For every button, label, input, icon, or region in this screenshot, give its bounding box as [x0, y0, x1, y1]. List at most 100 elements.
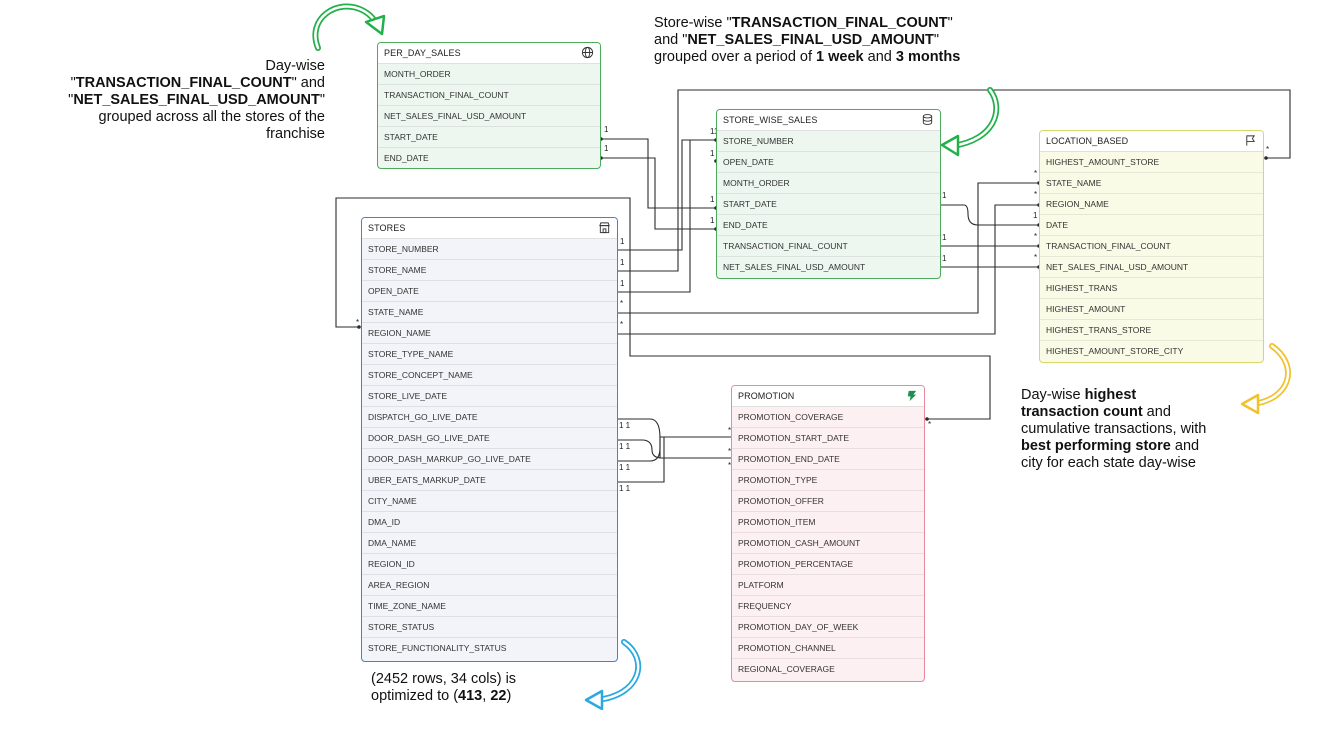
column-row[interactable]: MONTH_ORDER: [378, 64, 600, 85]
column-row[interactable]: STORE_CONCEPT_NAME: [362, 365, 617, 386]
column-row[interactable]: STORE_NAME: [362, 260, 617, 281]
column-row[interactable]: REGIONAL_COVERAGE: [738, 664, 835, 674]
cardinality-label: *: [1034, 253, 1037, 262]
note-bold: 1 week: [816, 49, 864, 65]
column-row[interactable]: STORE_NUMBER: [362, 239, 617, 260]
note-line: transaction count and: [1021, 404, 1281, 421]
column-row[interactable]: DOOR_DASH_GO_LIVE_DATE: [362, 428, 617, 449]
column-row[interactable]: DOOR_DASH_MARKUP_GO_LIVE_DATE: [362, 449, 617, 470]
column-row[interactable]: END_DATE: [717, 215, 940, 236]
column-row[interactable]: DMA_NAME: [362, 533, 617, 554]
column-row[interactable]: PROMOTION_COVERAGE: [732, 407, 924, 428]
connector-dot: [1264, 156, 1268, 160]
column-row[interactable]: STORE_NUMBER: [717, 131, 940, 152]
column-row[interactable]: START_DATE: [378, 127, 600, 148]
note-text: and ": [654, 32, 688, 48]
column-row[interactable]: START_DATE: [717, 194, 940, 215]
table-title: PER_DAY_SALES: [384, 48, 461, 58]
column-row[interactable]: TRANSACTION_FINAL_COUNT: [378, 85, 600, 106]
cardinality-label: *: [1034, 190, 1037, 199]
column-row[interactable]: HIGHEST_TRANS: [1040, 278, 1263, 299]
note-bold: NET_SALES_FINAL_USD_AMOUNT: [687, 32, 934, 48]
column-row[interactable]: OPEN_DATE: [362, 281, 617, 302]
note-text: ": [68, 92, 74, 108]
globe-icon: [581, 46, 594, 59]
column-row[interactable]: REGION_NAME: [362, 323, 617, 344]
column-row[interactable]: DMA_ID: [362, 512, 617, 533]
column-row[interactable]: HIGHEST_AMOUNT_STORE_CITY: [1046, 346, 1184, 356]
column-row[interactable]: PROMOTION_END_DATE: [732, 449, 924, 470]
note-location: Day-wise highest transaction count and c…: [1021, 387, 1281, 472]
column-row[interactable]: STORE_STATUS: [362, 617, 617, 638]
table-header: PER_DAY_SALES: [378, 43, 600, 64]
relationship-line: [601, 157, 716, 230]
relationship-line: [613, 139, 716, 251]
column-row[interactable]: PROMOTION_TYPE: [732, 470, 924, 491]
cardinality-label: *: [928, 420, 931, 429]
note-line: (2452 rows, 34 cols) is: [371, 671, 517, 687]
cardinality-label: 1: [710, 216, 715, 225]
column-row[interactable]: STORE_TYPE_NAME: [362, 344, 617, 365]
column-row[interactable]: END_DATE: [384, 153, 429, 163]
column-row[interactable]: HIGHEST_AMOUNT_STORE: [1040, 152, 1263, 173]
relationship-line: [613, 436, 735, 462]
column-row[interactable]: DISPATCH_GO_LIVE_DATE: [362, 407, 617, 428]
column-row[interactable]: TRANSACTION_FINAL_COUNT: [1040, 236, 1263, 257]
note-line: "NET_SALES_FINAL_USD_AMOUNT": [0, 92, 325, 109]
column-row[interactable]: HIGHEST_AMOUNT: [1040, 299, 1263, 320]
cardinality-label: *: [356, 318, 359, 327]
note-line: optimized to (413, 22): [371, 688, 611, 705]
note-line: grouped over a period of 1 week and 3 mo…: [654, 49, 1054, 66]
cardinality-label: 1: [620, 279, 625, 288]
column-row[interactable]: NET_SALES_FINAL_USD_AMOUNT: [1040, 257, 1263, 278]
column-row[interactable]: PROMOTION_DAY_OF_WEEK: [732, 617, 924, 638]
column-row[interactable]: STATE_NAME: [1040, 173, 1263, 194]
column-row[interactable]: PROMOTION_OFFER: [732, 491, 924, 512]
note-bold: best performing store: [1021, 438, 1171, 454]
column-row[interactable]: PROMOTION_CHANNEL: [732, 638, 924, 659]
column-row[interactable]: REGION_NAME: [1040, 194, 1263, 215]
note-text: " and: [291, 75, 325, 91]
cardinality-label: 1: [942, 233, 947, 242]
column-row[interactable]: PROMOTION_START_DATE: [732, 428, 924, 449]
column-row[interactable]: MONTH_ORDER: [717, 173, 940, 194]
note-text: ": [933, 32, 940, 48]
table-header: PROMOTION: [732, 386, 924, 407]
column-row[interactable]: UBER_EATS_MARKUP_DATE: [362, 470, 617, 491]
column-row[interactable]: PROMOTION_PERCENTAGE: [732, 554, 924, 575]
note-line: and "NET_SALES_FINAL_USD_AMOUNT": [654, 32, 1054, 49]
note-text: ": [70, 75, 76, 91]
column-row[interactable]: STORE_FUNCTIONALITY_STATUS: [368, 643, 507, 653]
relationship-line: [613, 139, 716, 293]
column-row[interactable]: STATE_NAME: [362, 302, 617, 323]
cardinality-label: *: [620, 320, 623, 329]
column-row[interactable]: OPEN_DATE: [717, 152, 940, 173]
column-row[interactable]: CITY_NAME: [362, 491, 617, 512]
column-row[interactable]: STORE_LIVE_DATE: [362, 386, 617, 407]
column-row[interactable]: NET_SALES_FINAL_USD_AMOUNT: [723, 262, 866, 272]
column-row[interactable]: PROMOTION_ITEM: [732, 512, 924, 533]
column-row[interactable]: REGION_ID: [362, 554, 617, 575]
column-row[interactable]: PROMOTION_CASH_AMOUNT: [732, 533, 924, 554]
curved-arrow-icon: [312, 3, 386, 51]
column-row[interactable]: FREQUENCY: [732, 596, 924, 617]
column-row[interactable]: DATE: [1040, 215, 1263, 236]
column-row[interactable]: HIGHEST_TRANS_STORE: [1040, 320, 1263, 341]
column-row[interactable]: NET_SALES_FINAL_USD_AMOUNT: [378, 106, 600, 127]
column-row[interactable]: AREA_REGION: [362, 575, 617, 596]
column-row[interactable]: TIME_ZONE_NAME: [362, 596, 617, 617]
column-row[interactable]: TRANSACTION_FINAL_COUNT: [717, 236, 940, 257]
cardinality-label: *: [1266, 145, 1269, 154]
column-row[interactable]: PLATFORM: [732, 575, 924, 596]
cardinality-label: 1: [604, 144, 609, 153]
cardinality-label: *: [1034, 169, 1037, 178]
note-text: ": [947, 15, 953, 31]
table-title: STORE_WISE_SALES: [723, 115, 818, 125]
